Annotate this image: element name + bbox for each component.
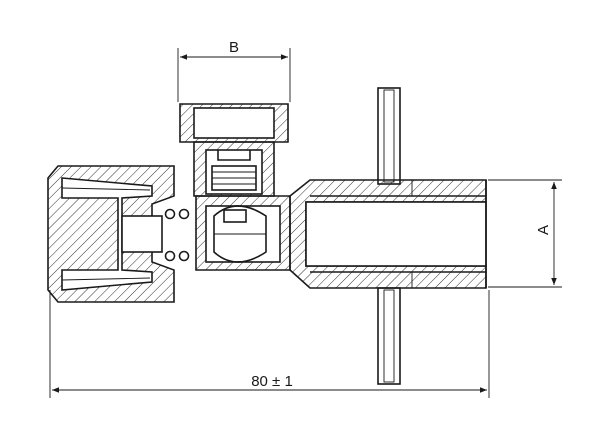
dimension-b-label: B (229, 39, 239, 56)
o-rings (164, 208, 190, 262)
handle-knob (47, 165, 175, 303)
dimension-length-label: 80 ± 1 (251, 373, 293, 390)
dimension-a-label: A (535, 225, 552, 235)
top-cap-nut (179, 103, 289, 197)
outlet-pipe (289, 179, 487, 289)
dimension-b: B (177, 39, 291, 102)
dimension-a: A (488, 179, 562, 288)
wall-flange (377, 87, 401, 385)
valve-body (195, 195, 291, 271)
dimension-length: 80 ± 1 (49, 290, 490, 398)
